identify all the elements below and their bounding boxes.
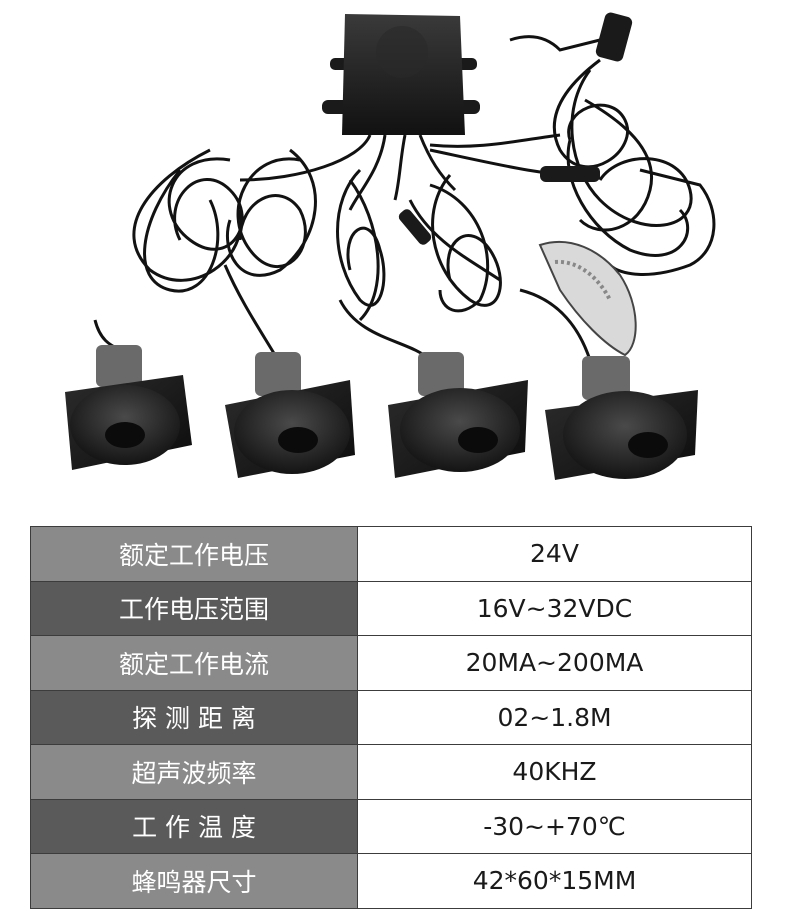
spec-row: 探 测 距 离 02~1.8M [30,689,752,745]
sensor-3 [388,352,528,478]
spec-row: 工作电压范围 16V~32VDC [30,580,752,636]
spec-row: 工 作 温 度 -30~+70℃ [30,798,752,854]
spec-label: 探 测 距 离 [30,689,358,745]
spec-row: 额定工作电流 20MA~200MA [30,635,752,691]
spec-label: 工 作 温 度 [30,798,358,854]
spec-value: 40KHZ [357,744,752,800]
spec-label: 额定工作电流 [30,635,358,691]
spec-value: 24V [357,526,752,582]
spec-table: 额定工作电压 24V 工作电压范围 16V~32VDC 额定工作电流 20MA~… [30,526,752,909]
spec-value: 20MA~200MA [357,635,752,691]
sensor-2 [225,352,355,478]
spec-row: 额定工作电压 24V [30,526,752,582]
spec-value: 02~1.8M [357,689,752,745]
spec-value: -30~+70℃ [357,798,752,854]
sensor-4 [545,356,698,480]
spec-label: 蜂鸣器尺寸 [30,853,358,909]
product-photo [65,12,716,480]
power-cable-coil [429,12,716,276]
spec-row: 超声波频率 40KHZ [30,744,752,800]
spec-label: 额定工作电压 [30,526,358,582]
spec-label: 超声波频率 [30,744,358,800]
buzzer [538,240,637,357]
sensor-cables [93,134,592,362]
spec-value: 42*60*15MM [357,853,752,909]
spec-row: 蜂鸣器尺寸 42*60*15MM [30,853,752,909]
control-box [322,14,480,135]
sensor-1 [65,345,192,470]
spec-value: 16V~32VDC [357,580,752,636]
spec-label: 工作电压范围 [30,580,358,636]
